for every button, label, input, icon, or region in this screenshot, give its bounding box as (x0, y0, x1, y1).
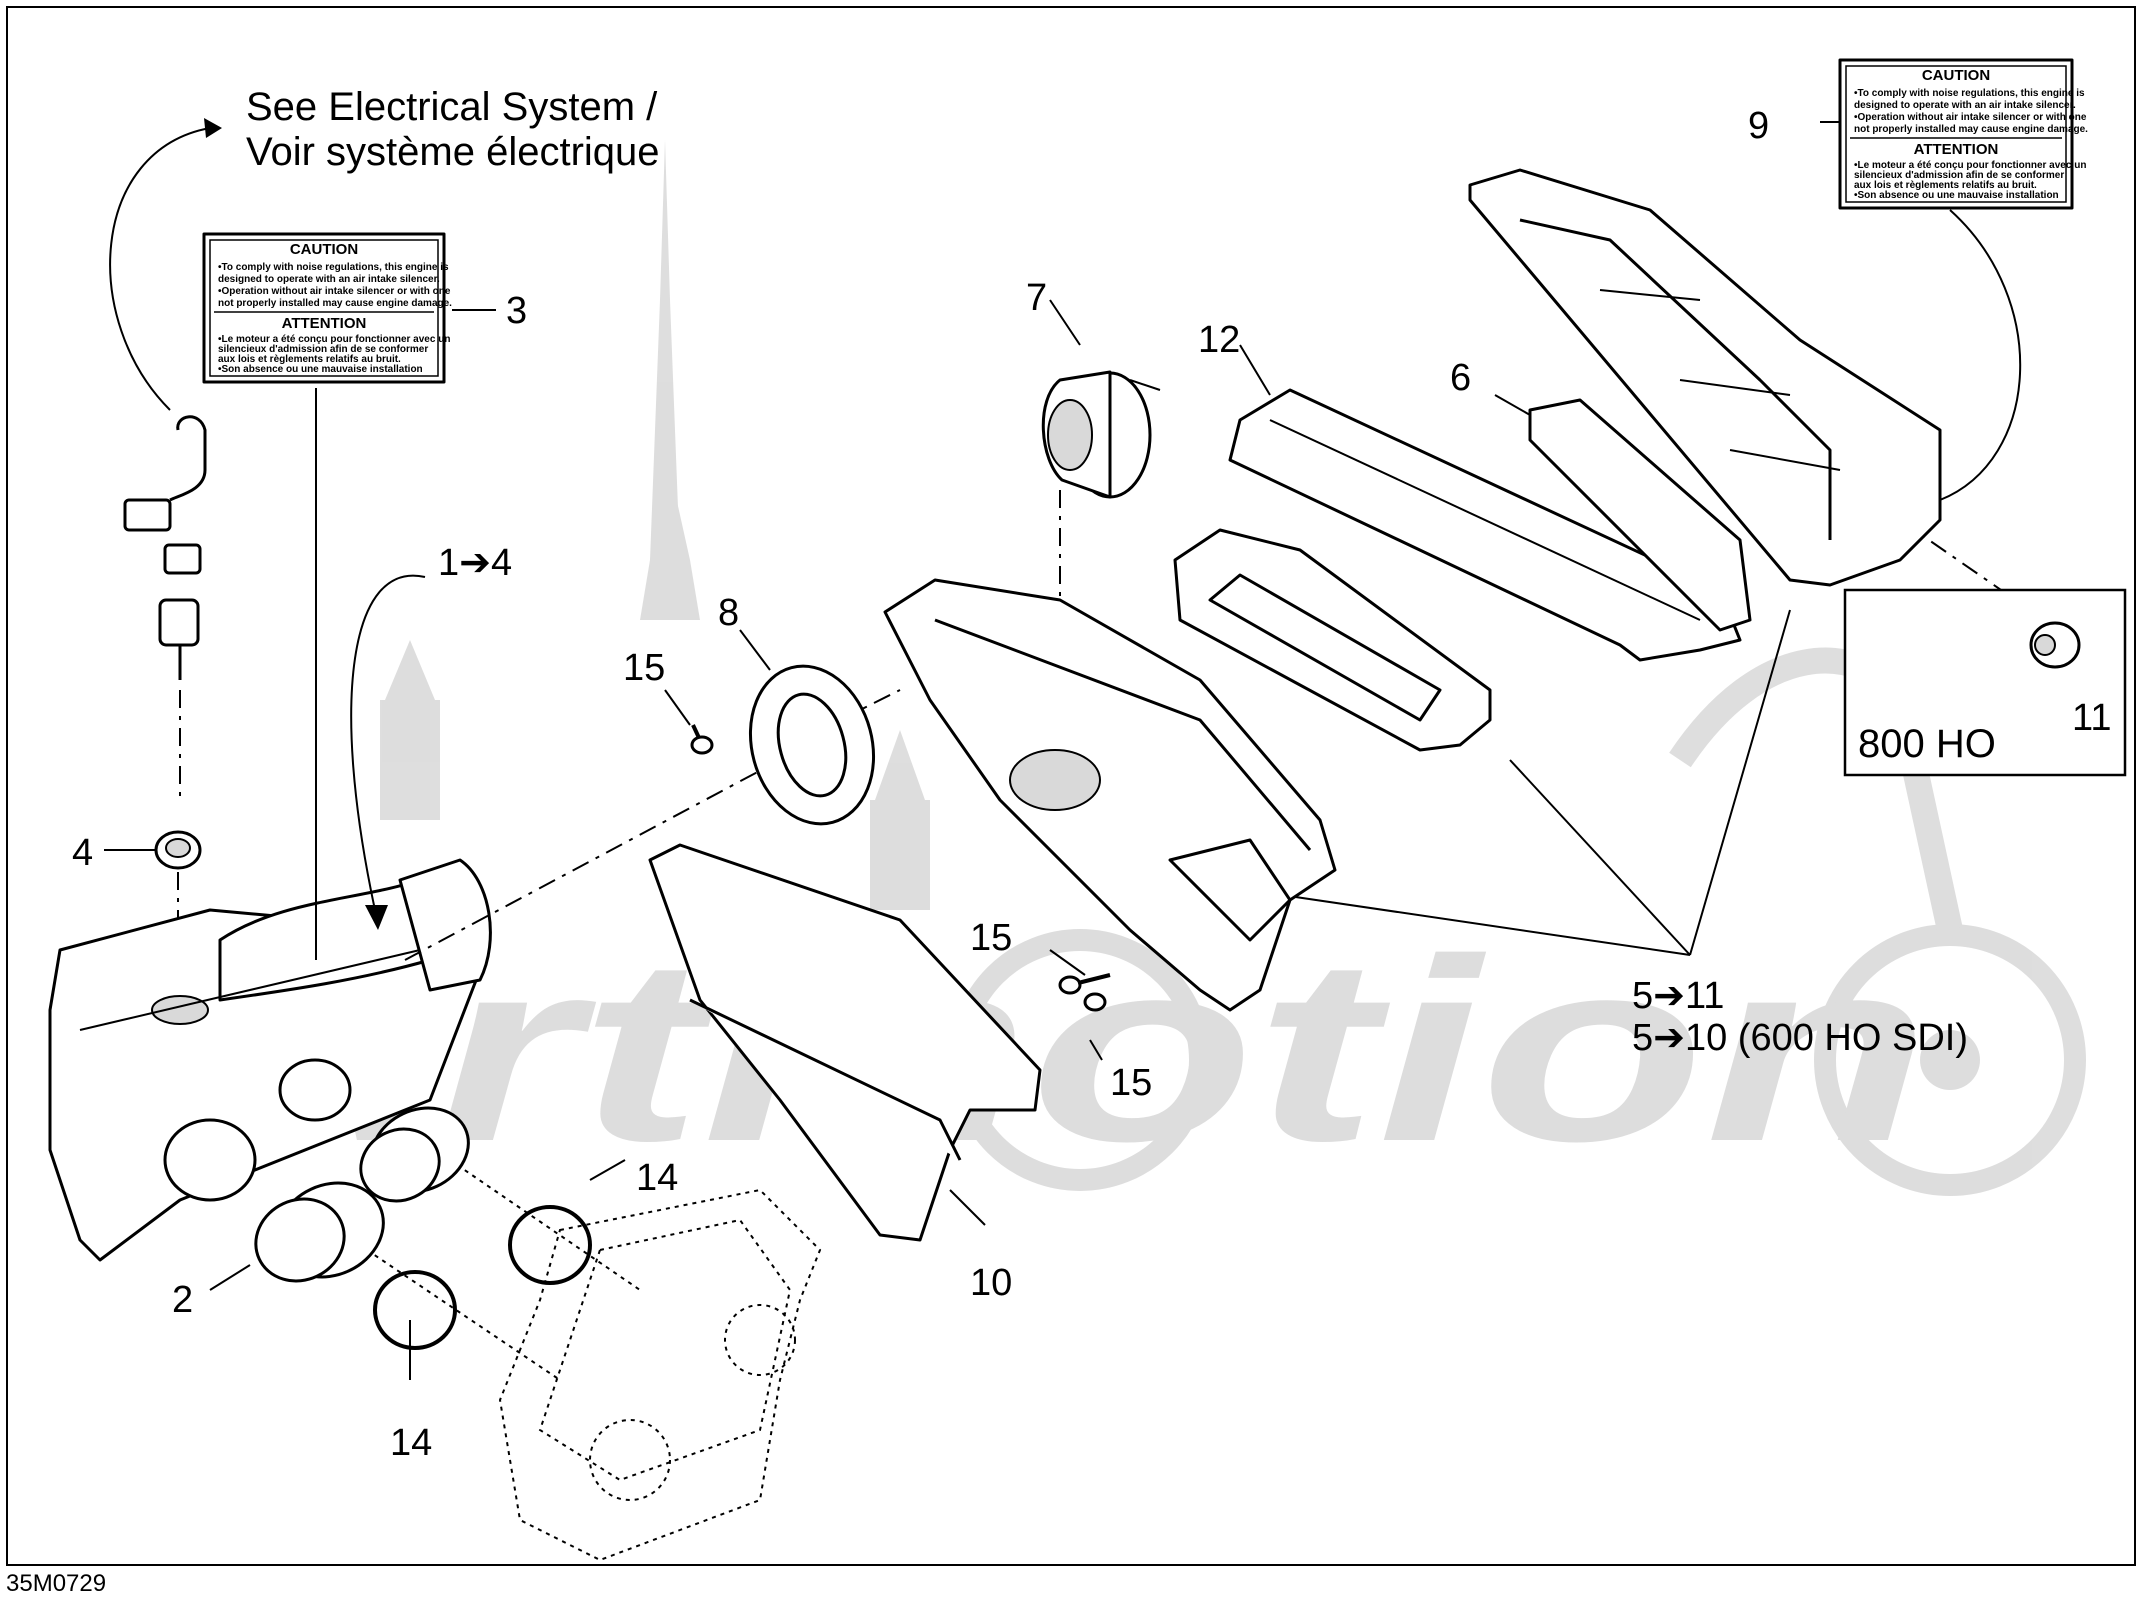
callout-label: 10 (970, 1262, 1012, 1304)
cap-part-7 (1041, 370, 1152, 499)
callout-label: 15 (970, 917, 1012, 959)
reference-line-2: 5➔10 (600 HO SDI) (1632, 1017, 1968, 1059)
decal-text: silencieux d'admission afin de se confor… (218, 344, 428, 355)
caution-decal-9: CAUTION •To comply with noise regulation… (1838, 58, 2088, 210)
top-cover-part-9 (1468, 168, 1942, 587)
callout-label: 9 (1748, 105, 1769, 147)
decal-text: •Le moteur a été conçu pour fonctionner … (218, 334, 450, 345)
filter-part-12 (1228, 388, 1742, 662)
callout-label: 4 (72, 832, 93, 874)
decal-text: •Son absence ou une mauvaise installatio… (218, 364, 423, 375)
decal-text: •To comply with noise regulations, this … (218, 262, 449, 273)
callout-label: 11 (2072, 697, 2111, 739)
sleeve-parts-2 (254, 1106, 470, 1283)
watermark-church-silhouette (380, 140, 930, 910)
callout-label: 14 (390, 1422, 432, 1464)
callout-label: 14 (636, 1157, 678, 1199)
decal-text: •Son absence ou une mauvaise installatio… (1854, 190, 2059, 201)
callout-label: 15 (1110, 1062, 1152, 1104)
callout-label: 8 (718, 592, 739, 634)
decal-text: •Operation without air intake silencer o… (218, 286, 451, 297)
decal-heading: CAUTION (290, 241, 358, 258)
callout-numbers: 3 9 7 12 6 1➔4 8 15 4 11 15 15 14 2 10 1… (72, 105, 2111, 1464)
callout-label: 6 (1450, 357, 1471, 399)
decal-text: designed to operate with an air intake s… (1854, 100, 2076, 111)
decal-text: designed to operate with an air intake s… (218, 274, 440, 285)
decal-text: aux lois et règlements relatifs au bruit… (218, 354, 401, 365)
leader-lines (104, 121, 2081, 1381)
callout-label: 12 (1198, 319, 1240, 361)
decal-text: not properly installed may cause engine … (1854, 124, 2088, 135)
variant-box-800ho: 800 HO (1843, 588, 2127, 777)
intake-duct-part-10 (648, 843, 1042, 1242)
electrical-system-note: See Electrical System / Voir système éle… (109, 85, 660, 411)
decal-text: silencieux d'admission afin de se confor… (1854, 170, 2064, 181)
silencer-housing-part-5 (883, 578, 1337, 1012)
variant-label: 800 HO (1858, 722, 1996, 766)
callout-label: 2 (172, 1279, 193, 1321)
decal-text: not properly installed may cause engine … (218, 298, 452, 309)
caution-decal-3: CAUTION •To comply with noise regulation… (202, 232, 452, 384)
decal-text: •To comply with noise regulations, this … (1854, 88, 2085, 99)
electrical-arrow (109, 127, 211, 411)
figure-code: 35M0729 (6, 1570, 107, 1597)
note-line-fr: Voir système électrique (246, 130, 660, 174)
decal-text: •Operation without air intake silencer o… (1854, 112, 2087, 123)
ring-part-8 (748, 664, 876, 826)
decal-heading: CAUTION (1922, 67, 1990, 84)
air-temperature-sensor (123, 415, 207, 800)
clamp-parts-14 (373, 1205, 592, 1350)
callout-label: 7 (1026, 277, 1047, 319)
note-line-en: See Electrical System / (246, 85, 658, 129)
foam-part-6 (1528, 398, 1752, 632)
arrowhead-icon (204, 118, 222, 138)
reference-line-1: 5➔11 (1632, 975, 1724, 1017)
air-silencer-base-part-1 (48, 858, 492, 1262)
decal-subheading: ATTENTION (282, 315, 367, 332)
callout-label: 3 (506, 290, 527, 332)
decal-text: aux lois et règlements relatifs au bruit… (1854, 180, 2037, 191)
engine-block-outline (498, 1188, 822, 1562)
tray-part (1173, 528, 1492, 752)
decal-text: •Le moteur a été conçu pour fonctionner … (1854, 160, 2086, 171)
callout-label: 15 (623, 647, 665, 689)
screw-parts-15 (690, 724, 1111, 1012)
decal-subheading: ATTENTION (1914, 141, 1999, 158)
callout-label: 1➔4 (438, 542, 512, 584)
